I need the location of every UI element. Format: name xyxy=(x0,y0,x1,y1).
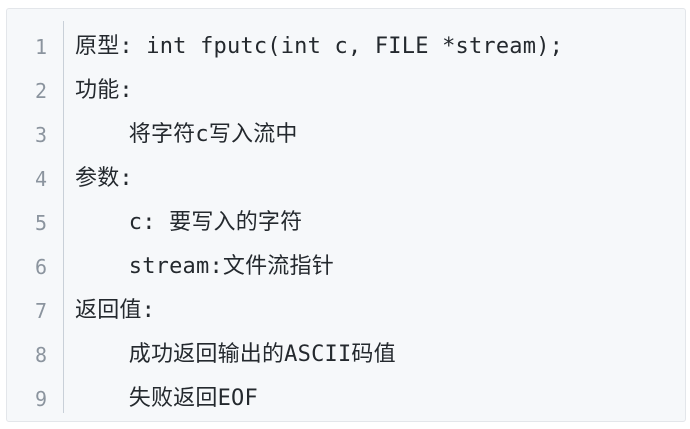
line-number: 5 xyxy=(34,211,47,235)
line-text[interactable]: 失败返回EOF xyxy=(75,386,258,411)
code-line: 3 将字符c写入流中 xyxy=(7,113,685,157)
code-line: 1 原型: int fputc(int c, FILE *stream); xyxy=(7,25,685,69)
code-line: 6 stream:文件流指针 xyxy=(7,245,685,289)
line-number: 8 xyxy=(34,343,47,367)
line-text[interactable]: 返回值: xyxy=(75,298,156,323)
line-number: 1 xyxy=(34,35,47,59)
line-text[interactable]: 成功返回输出的ASCII码值 xyxy=(75,342,396,367)
line-text[interactable]: c: 要写入的字符 xyxy=(75,210,303,235)
line-number: 9 xyxy=(34,387,47,411)
code-line: 7 返回值: xyxy=(7,289,685,333)
line-text[interactable]: 原型: int fputc(int c, FILE *stream); xyxy=(75,34,564,59)
line-text[interactable]: 功能: xyxy=(75,78,133,103)
line-number: 7 xyxy=(34,299,47,323)
line-number: 3 xyxy=(34,123,47,147)
code-line: 8 成功返回输出的ASCII码值 xyxy=(7,333,685,377)
code-line: 2 功能: xyxy=(7,69,685,113)
line-text[interactable]: stream:文件流指针 xyxy=(75,254,334,279)
line-text[interactable]: 参数: xyxy=(75,166,133,191)
line-text[interactable]: 将字符c写入流中 xyxy=(75,122,298,147)
line-number: 4 xyxy=(34,167,47,191)
code-block: 1 原型: int fputc(int c, FILE *stream); 2 … xyxy=(6,8,686,422)
code-lines: 1 原型: int fputc(int c, FILE *stream); 2 … xyxy=(7,25,685,421)
line-number: 6 xyxy=(34,255,47,279)
line-number: 2 xyxy=(34,79,47,103)
code-line: 9 失败返回EOF xyxy=(7,377,685,421)
code-line: 5 c: 要写入的字符 xyxy=(7,201,685,245)
code-line: 4 参数: xyxy=(7,157,685,201)
gutter-divider xyxy=(63,21,64,413)
